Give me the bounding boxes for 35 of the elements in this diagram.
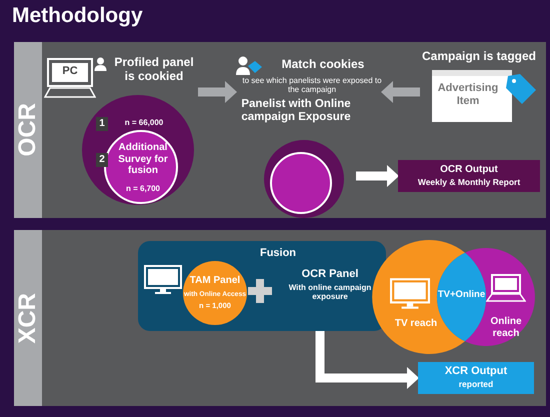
sample-size: n = 66,000: [124, 118, 164, 128]
step-heading: Campaign is tagged: [420, 50, 538, 64]
window-text: Advertising Item: [436, 82, 500, 108]
panel-heading: Fusion: [258, 247, 298, 260]
panel-heading: Profiled panel is cookied: [113, 56, 195, 84]
reach-label: Online reach: [489, 316, 523, 339]
panel-note: With online campaign exposure: [288, 283, 372, 302]
reach-label: TV reach: [394, 318, 438, 330]
output-subtitle: reported: [458, 380, 494, 390]
section-panel: [14, 42, 546, 218]
circle-label: TAM Panel: [188, 275, 242, 286]
overlap-label: TV+Online: [437, 290, 486, 301]
step-number: 1: [96, 117, 108, 131]
output-subtitle: Weekly & Monthly Report: [416, 178, 522, 188]
step-note: to see which panelists were exposed to the campaign: [242, 76, 382, 94]
output-title: OCR Output: [439, 164, 499, 176]
section-label: XCR: [14, 292, 42, 344]
step-heading: Match cookies: [280, 58, 366, 72]
output-title: XCR Output: [444, 365, 508, 378]
screen-label: PC: [61, 65, 79, 78]
step-number: 2: [96, 153, 108, 167]
panel-title: OCR Panel: [300, 268, 360, 281]
section-label: OCR: [14, 103, 42, 157]
circle-heading: Panelist with Online campaign Exposure: [240, 98, 352, 124]
block-arrow: [381, 81, 420, 103]
output-box: [418, 362, 534, 394]
circle-label: Additional Survey for fusion: [117, 142, 169, 176]
block-arrow: [198, 81, 237, 103]
block-arrow: [356, 165, 399, 187]
slide-title: Methodology: [12, 4, 143, 28]
output-box: [398, 160, 540, 192]
sample-size: n = 6,700: [124, 184, 162, 194]
section-panel: [14, 230, 546, 406]
block-arrow: [316, 331, 419, 389]
fusion-panel: [138, 241, 386, 331]
